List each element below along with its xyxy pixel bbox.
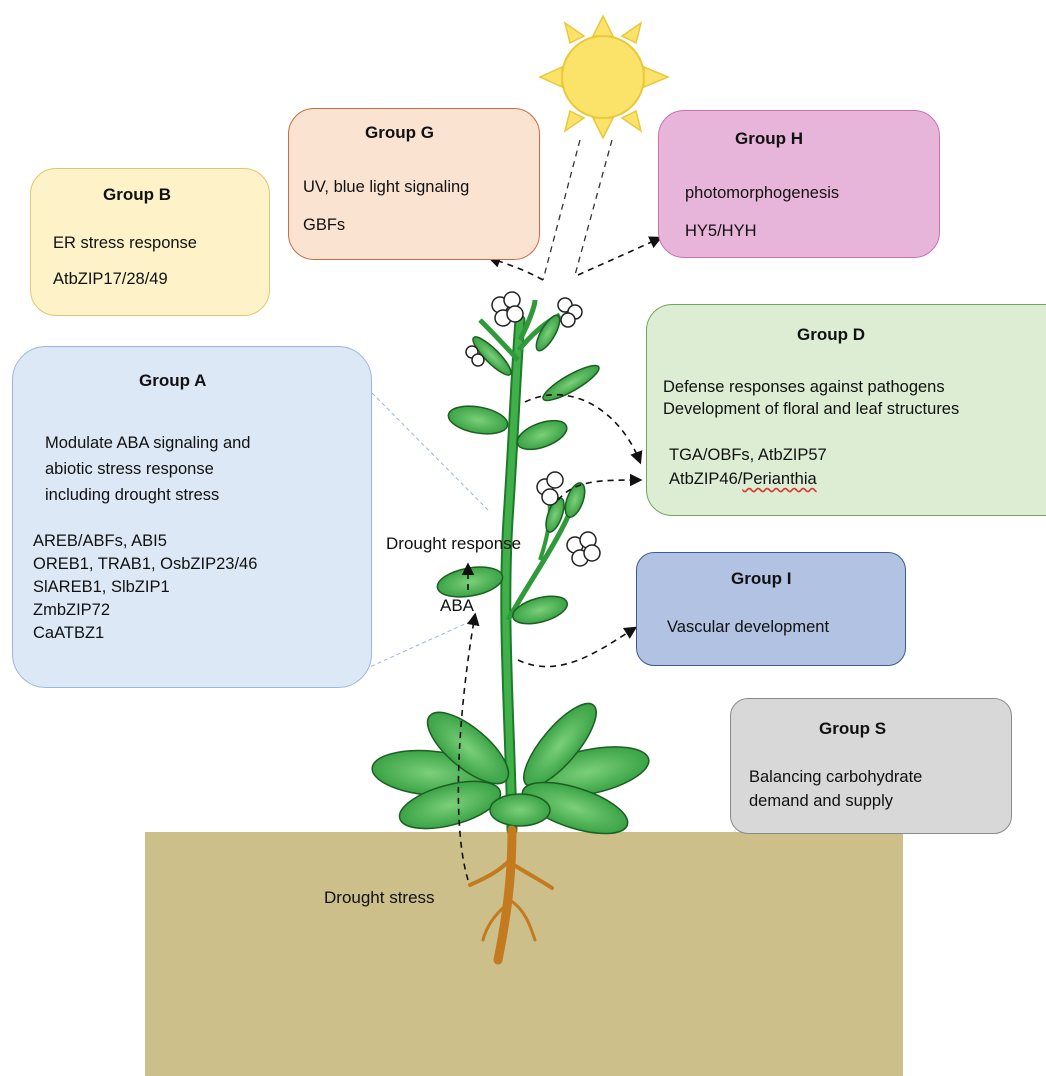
group-g-title: Group G [365, 123, 434, 142]
group-a-title: Group A [139, 371, 207, 390]
arrow-to-group-d-2 [557, 473, 643, 501]
group-d-line-2: Development of floral and leaf structure… [663, 400, 960, 418]
group-b-line-1: ER stress response [53, 234, 197, 252]
group-s-line-1: Balancing carbohydrate [749, 768, 923, 786]
group-s-box: Group S Balancing carbohydrate demand an… [730, 698, 1012, 834]
group-d-line-4-prefix: AtbZIP46/ [669, 470, 743, 488]
group-h-line-1: photomorphogenesis [685, 184, 840, 202]
plant-flowers [465, 291, 601, 567]
group-a-line-6: SlAREB1, SlbZIP1 [33, 578, 170, 596]
arrow-drought-stress-to-aba [457, 612, 480, 881]
arrow-to-group-g [487, 255, 544, 281]
group-a-line-5: OREB1, TRAB1, OsbZIP23/46 [33, 555, 258, 573]
group-d-line-1: Defense responses against pathogens [663, 378, 945, 396]
arrow-to-group-i [517, 626, 638, 668]
group-a-line-2: abiotic stress response [45, 460, 214, 478]
plant-roots [468, 825, 554, 965]
rosette-leaves [371, 702, 650, 835]
group-d-line-3: TGA/OBFs, AtbZIP57 [669, 446, 827, 464]
group-h-box: Group H photomorphogenesis HY5/HYH [658, 110, 940, 258]
group-a-line-4: AREB/ABFs, ABI5 [33, 532, 167, 550]
group-g-line-1: UV, blue light signaling [303, 178, 470, 196]
group-g-box: Group G UV, blue light signaling GBFs [288, 108, 540, 260]
group-d-line-4: AtbZIP46/Perianthia [669, 469, 817, 489]
drought-response-label: Drought response [386, 534, 522, 553]
group-s-title: Group S [819, 719, 887, 738]
group-d-title: Group D [797, 325, 865, 344]
group-b-line-2: AtbZIP17/28/49 [53, 270, 168, 288]
group-i-box: Group I Vascular development [636, 552, 906, 666]
group-a-line-1: Modulate ABA signaling and [45, 434, 251, 452]
group-b-box: Group B ER stress response AtbZIP17/28/4… [30, 168, 270, 316]
group-a-line-3: including drought stress [45, 486, 220, 504]
group-i-line-1: Vascular development [667, 618, 830, 636]
group-h-line-2: HY5/HYH [685, 222, 757, 240]
soil [145, 832, 903, 1076]
group-s-line-2: demand and supply [749, 792, 894, 810]
arrow-to-group-h [577, 236, 663, 276]
group-i-title: Group I [731, 569, 792, 588]
arrow-to-group-d-1 [524, 393, 643, 465]
group-b-title: Group B [103, 185, 171, 204]
aba-label: ABA [440, 596, 475, 615]
group-d-perianthia: Perianthia [742, 470, 817, 488]
sun-icon [538, 14, 670, 140]
group-g-line-2: GBFs [303, 216, 346, 234]
drought-stress-label: Drought stress [324, 888, 435, 907]
group-a-line-7: ZmbZIP72 [33, 601, 111, 619]
group-h-title: Group H [735, 129, 803, 148]
group-a-line-8: CaATBZ1 [33, 624, 105, 642]
group-a-box: Group A Modulate ABA signaling and abiot… [12, 346, 372, 688]
group-d-box: Group D Defense responses against pathog… [646, 304, 1046, 516]
plant-leaves [436, 314, 600, 625]
